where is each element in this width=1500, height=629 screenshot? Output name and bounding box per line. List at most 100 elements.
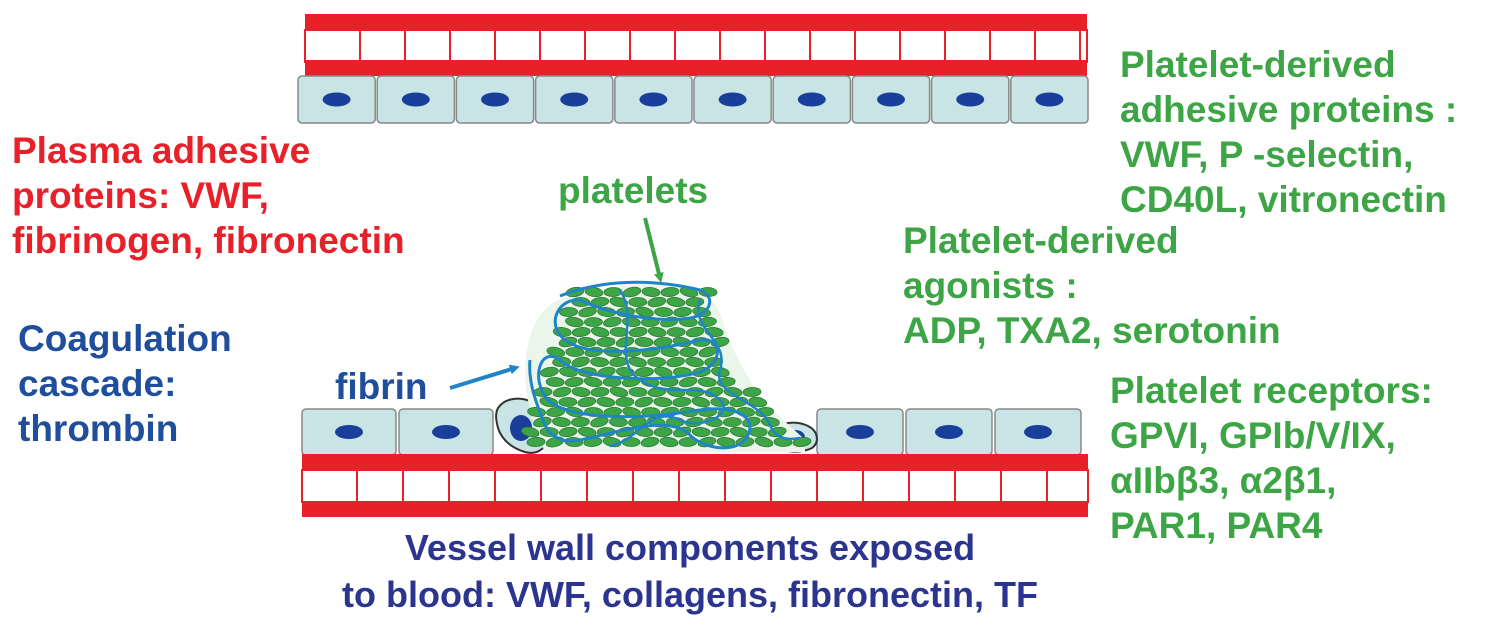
top-vessel-matrix xyxy=(304,29,1088,63)
platelet xyxy=(748,427,768,437)
platelet xyxy=(621,437,641,447)
fibrin-strand-3 xyxy=(697,299,801,441)
bottom-vessel-red-band-lower xyxy=(302,501,1088,517)
plasma-adhesive-proteins-label: Plasma adhesive proteins: VWF, fibrinoge… xyxy=(12,128,405,263)
plasma-line-1: Plasma adhesive xyxy=(12,130,311,171)
pd-adhesive-line-4: CD40L, vitronectin xyxy=(1120,179,1447,221)
platelet xyxy=(678,376,698,388)
platelet xyxy=(526,437,546,447)
platelet xyxy=(641,287,661,297)
platelet xyxy=(691,396,711,408)
platelet xyxy=(635,367,654,377)
bottom-matrix-dividers xyxy=(356,470,1048,502)
cell-nucleus xyxy=(481,92,509,107)
platelet xyxy=(558,426,578,438)
platelet xyxy=(697,377,717,387)
bottom-vessel-matrix xyxy=(301,469,1089,503)
vessel-wall-line-1: Vessel wall components exposed xyxy=(404,527,976,568)
coagulation-line-1: Coagulation xyxy=(18,318,232,359)
platelet xyxy=(673,306,692,318)
receptors-line-3: αIIbβ3, α2β1, xyxy=(1110,460,1337,502)
coagulation-line-3: thrombin xyxy=(18,408,179,450)
platelet xyxy=(540,366,559,378)
cell-nucleus xyxy=(797,92,826,107)
fibrin-strand xyxy=(528,280,752,450)
platelet xyxy=(653,427,673,437)
platelet xyxy=(577,337,597,347)
platelet xyxy=(666,327,686,337)
pd-adhesive-line-3: VWF, P -selectin, xyxy=(1120,134,1414,176)
platelet xyxy=(590,416,609,428)
platelet xyxy=(748,396,768,408)
platelet xyxy=(546,407,565,417)
platelet xyxy=(640,436,660,448)
platelet xyxy=(654,366,673,378)
top-matrix-dividers xyxy=(359,30,1081,62)
platelet xyxy=(634,337,654,347)
bottom-vessel-wall xyxy=(301,454,1089,517)
pd-adhesive-line-1: Platelet-derived xyxy=(1120,44,1396,85)
receptors-line-1: Platelet receptors: xyxy=(1110,370,1433,411)
platelet xyxy=(685,356,704,368)
plasma-line-3: fibrinogen, fibronectin xyxy=(12,220,405,262)
platelet xyxy=(754,436,774,448)
platelet xyxy=(571,327,591,337)
platelet xyxy=(679,347,699,357)
platelet xyxy=(628,387,648,397)
platelet xyxy=(685,326,705,338)
platelet-thrombus xyxy=(520,280,812,452)
platelet xyxy=(590,357,609,367)
platelet xyxy=(660,287,680,297)
cell-nucleus xyxy=(401,92,430,107)
platelet-derived-adhesive-proteins-label: Platelet-derived adhesive proteins : VWF… xyxy=(1120,42,1457,223)
cell-nucleus xyxy=(322,92,351,107)
platelet xyxy=(723,417,742,427)
cell-nucleus xyxy=(432,425,460,439)
top-vessel-red-band-upper xyxy=(305,14,1087,30)
platelet xyxy=(578,306,597,318)
platelet xyxy=(634,396,654,408)
platelet xyxy=(565,347,585,357)
bottom-vessel-red-band-upper xyxy=(302,454,1088,470)
fibrin-arrow xyxy=(449,364,520,390)
platelet xyxy=(691,427,711,437)
platelet xyxy=(583,376,603,388)
top-vessel-red-band-lower xyxy=(305,60,1087,76)
cell-nucleus xyxy=(1024,425,1052,439)
platelet xyxy=(609,386,629,398)
platelet xyxy=(628,326,648,338)
platelet xyxy=(577,396,597,408)
top-vessel-wall xyxy=(304,14,1088,76)
platelet xyxy=(552,417,571,427)
cell-nucleus xyxy=(1035,92,1064,107)
platelet xyxy=(590,387,610,397)
plasma-line-2: proteins: VWF, xyxy=(12,175,269,217)
pd-agonists-line-1: Platelet-derived xyxy=(903,220,1179,261)
platelet xyxy=(596,337,616,347)
platelets-arrow xyxy=(643,217,664,283)
platelet xyxy=(710,427,730,437)
platelet xyxy=(559,307,578,317)
platelet xyxy=(628,356,647,368)
cell-nucleus xyxy=(956,92,985,107)
platelet-receptors-label: Platelet receptors: GPVI, GPIb/V/IX, αII… xyxy=(1110,368,1433,549)
platelet xyxy=(742,387,762,397)
pd-adhesive-line-2: adhesive proteins : xyxy=(1120,89,1458,131)
top-endothelial-layer xyxy=(297,75,1089,124)
platelet xyxy=(571,417,590,427)
platelet xyxy=(558,397,578,407)
platelet xyxy=(647,357,666,367)
platelet xyxy=(590,326,610,338)
platelet xyxy=(577,426,597,438)
platelet xyxy=(647,326,667,338)
pd-agonists-line-3: ADP, TXA2, serotonin xyxy=(903,310,1281,352)
platelet xyxy=(609,296,629,308)
platelet xyxy=(647,296,667,308)
pd-agonists-line-2: agonists : xyxy=(903,265,1078,307)
platelet xyxy=(628,297,648,307)
platelet xyxy=(654,307,673,317)
vessel-wall-components-label: Vessel wall components exposed to blood:… xyxy=(300,525,1080,619)
cell-nucleus xyxy=(639,92,668,107)
platelet xyxy=(571,356,590,368)
